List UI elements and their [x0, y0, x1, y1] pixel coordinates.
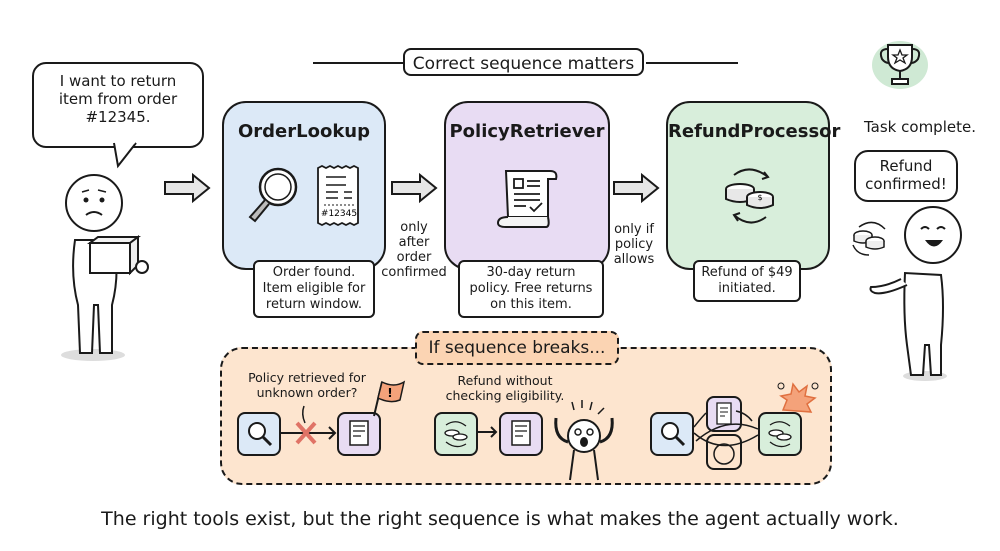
note-line: policy. Free returns [469, 281, 593, 296]
task-complete-label: Task complete. [864, 118, 976, 136]
note-line: Refund of $49 [701, 265, 793, 280]
customer-speech-bubble: I want to return item from order #12345. [32, 62, 204, 148]
connector-line: order [396, 250, 432, 265]
mini-empty-tool-icon [706, 434, 742, 470]
tangled-arrows [693, 410, 759, 447]
coins-exchange-icon: $ [725, 168, 774, 224]
tool-card-refundprocessor: RefundProcessor $ [666, 101, 841, 270]
note-line: initiated. [718, 281, 776, 296]
panicked-figure [554, 400, 614, 481]
note-line: 30-day return [486, 265, 576, 280]
connector-line: policy [614, 237, 654, 252]
tool-title: PolicyRetriever [449, 121, 605, 142]
speech-line: item from order [58, 90, 178, 108]
tool-title: OrderLookup [237, 121, 371, 142]
flow-arrow-1 [164, 172, 211, 204]
caption-line: Refund without [457, 373, 553, 388]
note-line: return window. [265, 297, 363, 312]
cross-icon [295, 421, 317, 445]
caption-line: Policy retrieved for [248, 370, 366, 385]
note-line: Order found. [272, 265, 356, 280]
tool-note-orderlookup: Order found. Item eligible for return wi… [253, 260, 375, 318]
mini-policy-icon [499, 412, 543, 456]
connector-label-1: only after order confirmed [378, 220, 450, 280]
connector-line: after [398, 235, 430, 250]
caption-line: unknown order? [256, 385, 358, 400]
outcome-speech-bubble: Refund confirmed! [854, 150, 958, 202]
blocked-arrow [281, 405, 337, 445]
speech-line: #12345. [85, 108, 151, 126]
magnifier-icon [248, 167, 298, 223]
outcome-figure [852, 206, 962, 381]
explosion-icon [777, 382, 819, 413]
connector-line: allows [613, 252, 655, 267]
mini-refund-icon [434, 412, 478, 456]
receipt-icon: #12345 [317, 164, 359, 227]
speech-line: I want to return [59, 72, 177, 90]
header-rule-left [313, 62, 403, 64]
tool-card-orderlookup: OrderLookup #12345 [222, 101, 386, 270]
svg-text:!: ! [387, 386, 392, 400]
note-line: on this item. [490, 297, 572, 312]
mini-orderlookup-icon [237, 412, 281, 456]
flow-arrow-3 [613, 172, 660, 204]
outcome-head [904, 206, 962, 264]
package-box-icon [87, 235, 141, 276]
speech-tail [113, 140, 137, 169]
flow-arrow-mini [478, 426, 498, 438]
connector-line: only if [614, 222, 654, 237]
policy-scroll-icon [496, 170, 558, 228]
mini-policy-icon [337, 412, 381, 456]
tool-title: RefundProcessor [668, 121, 841, 142]
caption-line: checking eligibility. [445, 388, 565, 403]
scenario-2-caption: Refund without checking eligibility. [440, 373, 570, 403]
receipt-order-number: #12345 [321, 209, 357, 219]
connector-line: confirmed [381, 265, 447, 280]
mini-refund-icon [758, 412, 802, 456]
header-title: Correct sequence matters [403, 48, 644, 76]
speech-line: Refund [879, 157, 933, 175]
customer-figure [61, 174, 149, 361]
tool-card-policyretriever: PolicyRetriever [444, 101, 610, 270]
connector-label-2: only if policy allows [606, 222, 662, 267]
speech-line: confirmed! [865, 175, 947, 193]
footer-caption: The right tools exist, but the right seq… [101, 508, 899, 530]
scenario-1-caption: Policy retrieved for unknown order? [238, 370, 376, 400]
customer-head [65, 174, 123, 232]
mini-orderlookup-icon [650, 412, 694, 456]
svg-text:$: $ [757, 193, 762, 202]
connector-line: only [400, 220, 428, 235]
trophy-icon [872, 41, 928, 89]
coins-icon [852, 221, 886, 256]
warning-flag-icon: ! [373, 380, 406, 417]
header-rule-right [646, 62, 738, 64]
tool-note-policyretriever: 30-day return policy. Free returns on th… [458, 260, 604, 318]
tool-note-refundprocessor: Refund of $49 initiated. [693, 260, 801, 302]
failure-title: If sequence breaks... [415, 331, 619, 365]
flow-arrow-2 [391, 172, 438, 204]
note-line: Item eligible for [262, 281, 366, 296]
